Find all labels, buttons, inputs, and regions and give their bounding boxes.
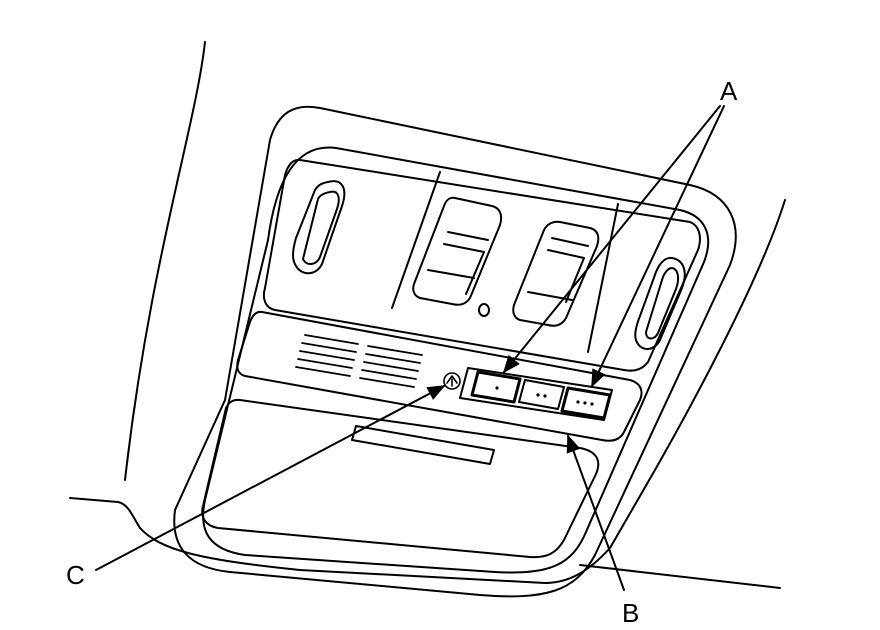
right-lens [634, 256, 686, 350]
roof-edge-line [69, 495, 641, 584]
pillar-edge-line [124, 41, 206, 481]
upper-panel-divider-right [587, 203, 619, 353]
leader-a-to-button-3 [591, 105, 725, 388]
left-lens [292, 180, 346, 275]
homelink-button-3[interactable] [560, 386, 612, 420]
homelink-button-strip [459, 367, 613, 421]
right-trim-line [639, 199, 786, 497]
sunglass-holder-lid[interactable] [201, 398, 600, 559]
console-outer-housing [173, 105, 737, 598]
upper-light-panel [262, 158, 701, 372]
homelink-button-2[interactable] [518, 379, 565, 410]
right-speaker-grille [359, 345, 423, 388]
right-lens-inner [645, 267, 680, 340]
leader-c [95, 385, 446, 571]
left-map-light-switch[interactable] [412, 196, 503, 306]
floor-baseline [579, 564, 781, 589]
leader-b [566, 434, 625, 591]
callout-b: B [622, 598, 640, 628]
homelink-button-1[interactable] [470, 370, 522, 404]
sensor-hole [478, 303, 490, 317]
homelink-indicator-icon [443, 372, 461, 390]
switch-panel [236, 310, 643, 442]
sunglass-holder-grip [351, 425, 495, 465]
callout-c: C [66, 560, 85, 590]
console-inner-bezel [202, 146, 709, 574]
left-speaker-grille [295, 334, 359, 377]
left-lens-inner [302, 190, 340, 265]
leader-a-to-button-1 [502, 105, 721, 374]
callout-a: A [720, 76, 738, 106]
upper-panel-divider-left [391, 171, 441, 309]
right-map-light-switch[interactable] [512, 220, 600, 327]
